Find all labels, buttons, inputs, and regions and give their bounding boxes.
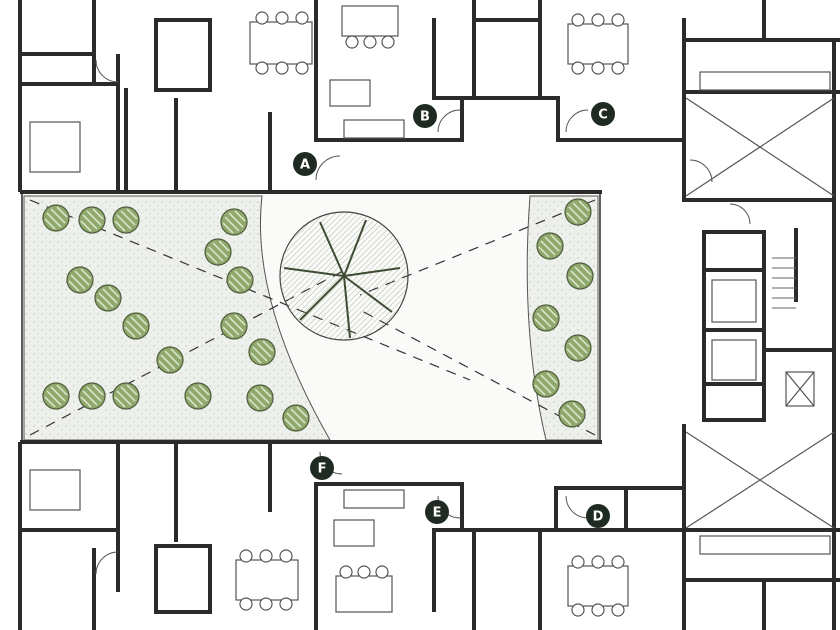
marker-d-label: D	[593, 510, 604, 525]
marker-a[interactable]: A	[293, 152, 317, 176]
tree-18	[282, 404, 310, 432]
tree-17	[246, 384, 274, 412]
tree-7	[66, 266, 94, 294]
marker-c[interactable]: C	[591, 102, 615, 126]
tree-13	[42, 382, 70, 410]
door-swings	[95, 59, 751, 575]
courtyard	[20, 190, 602, 444]
tree-22	[532, 304, 560, 332]
tree-24	[532, 370, 560, 398]
tree-5	[204, 238, 232, 266]
marker-b[interactable]: B	[413, 104, 437, 128]
tree-2	[78, 206, 106, 234]
marker-c-label: C	[598, 108, 608, 123]
tree-14	[78, 382, 106, 410]
tree-25	[558, 400, 586, 428]
central-tree	[279, 211, 409, 341]
tree-8	[94, 284, 122, 312]
walls	[18, 0, 840, 630]
marker-d[interactable]: D	[586, 504, 610, 528]
marker-b-label: B	[420, 110, 430, 125]
left-planting-bed	[23, 195, 331, 441]
tree-4	[220, 208, 248, 236]
courtyard-trees	[42, 198, 594, 432]
tree-1	[42, 204, 70, 232]
tree-9	[122, 312, 150, 340]
tree-23	[564, 334, 592, 362]
tree-10	[220, 312, 248, 340]
tree-19	[564, 198, 592, 226]
tree-11	[248, 338, 276, 366]
marker-f[interactable]: F	[310, 456, 334, 480]
tree-3	[112, 206, 140, 234]
marker-f-label: F	[318, 462, 327, 477]
marker-e[interactable]: E	[425, 500, 449, 524]
marker-a-label: A	[300, 158, 310, 173]
tree-20	[536, 232, 564, 260]
tree-6	[226, 266, 254, 294]
dining-chairs	[239, 11, 625, 617]
tree-15	[112, 382, 140, 410]
tree-16	[184, 382, 212, 410]
marker-e-label: E	[433, 506, 442, 521]
tree-12	[156, 346, 184, 374]
tree-21	[566, 262, 594, 290]
